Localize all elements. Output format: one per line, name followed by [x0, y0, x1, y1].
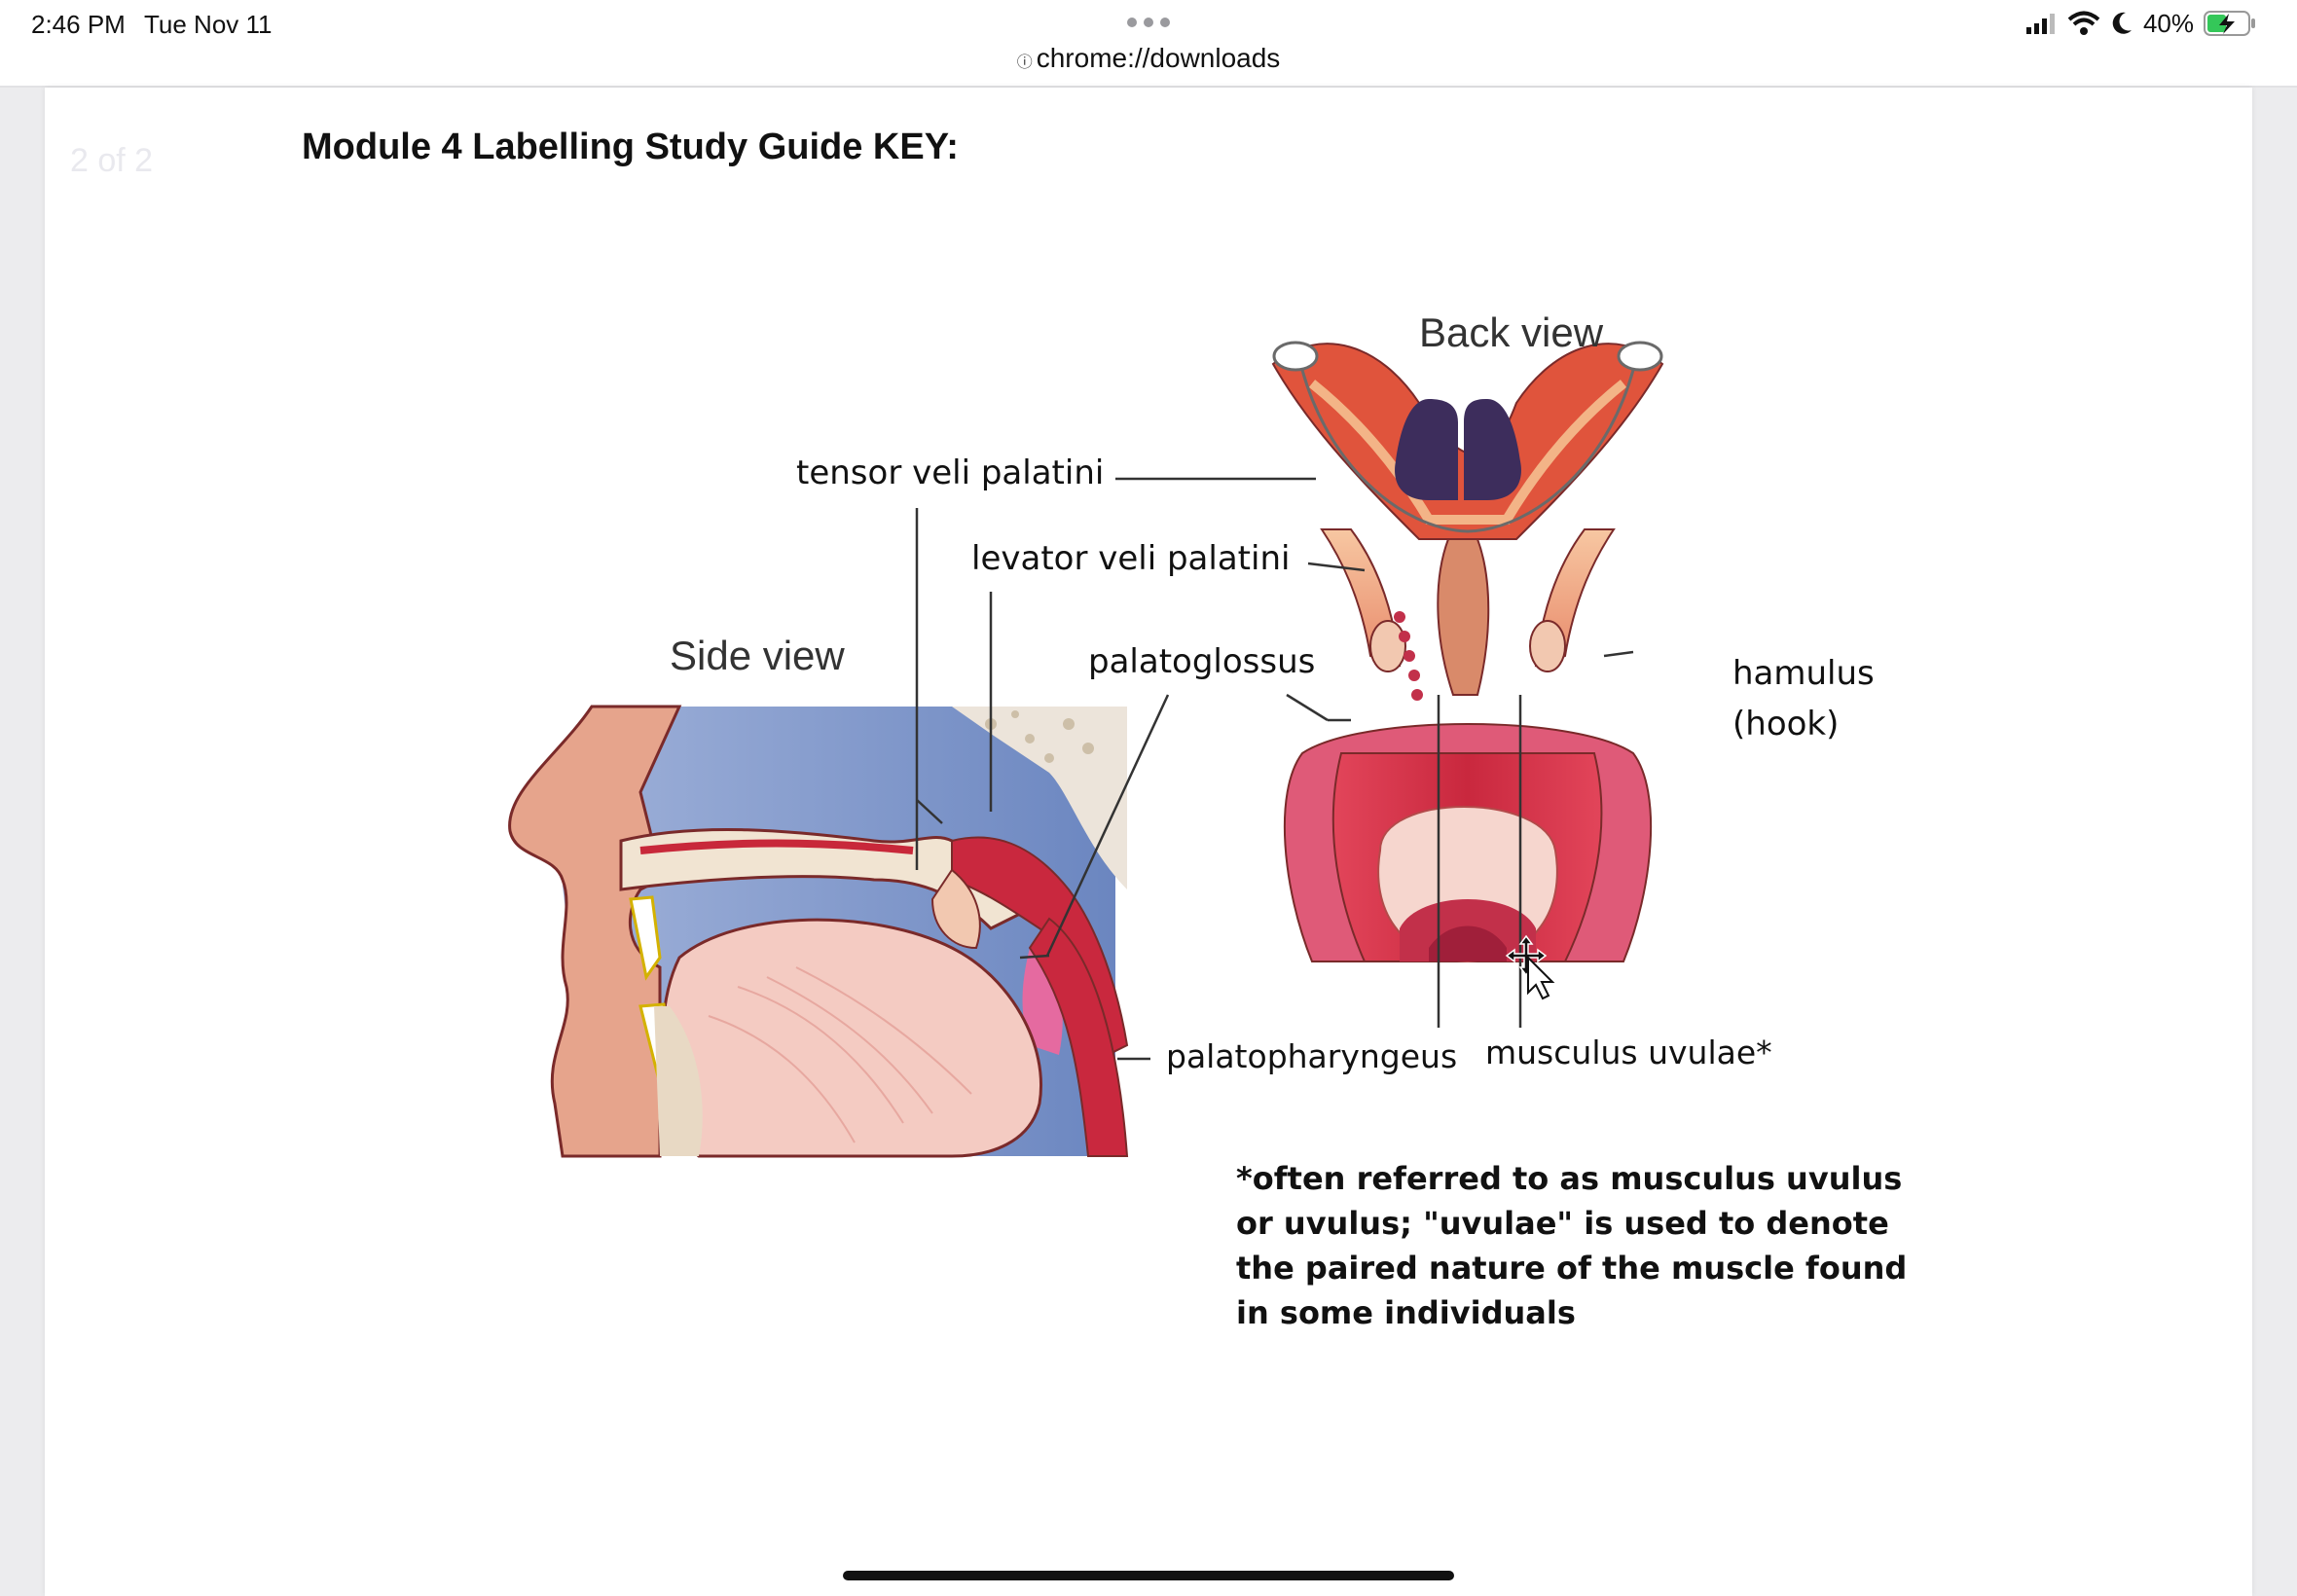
- status-date: Tue Nov 11: [144, 10, 273, 39]
- leader-lines: [915, 477, 1634, 1061]
- signal-icon: [2025, 14, 2055, 34]
- info-icon: ⓘ: [1016, 54, 1033, 71]
- move-cursor-icon: [1505, 934, 1555, 1000]
- side-view-caption: Side view: [670, 633, 845, 678]
- moon-icon: [2112, 12, 2132, 34]
- status-time: 2:46 PM: [31, 10, 126, 39]
- document-page[interactable]: 2 of 2 Module 4 Labelling Study Guide KE…: [45, 88, 2252, 1596]
- status-icons: 40%: [2024, 8, 2258, 39]
- label-musculus-uvulae: musculus uvulae*: [1485, 1034, 1772, 1071]
- label-palatopharyngeus: palatopharyngeus: [1166, 1037, 1458, 1075]
- label-palatoglossus: palatoglossus: [1088, 642, 1316, 681]
- back-view-caption: Back view: [1419, 309, 1604, 355]
- side-view-drawing: [508, 705, 1129, 1158]
- label-hamulus: hamulus: [1732, 654, 1875, 693]
- home-indicator[interactable]: [843, 1571, 1454, 1580]
- address-text: chrome://downloads: [1036, 43, 1281, 73]
- document-title: Module 4 Labelling Study Guide KEY:: [302, 127, 959, 167]
- label-hook: (hook): [1732, 705, 1840, 744]
- back-view-drawing: [1271, 341, 1664, 963]
- page-indicator: 2 of 2: [70, 142, 154, 179]
- anatomy-figure: Back view Side view tensor veli palatini…: [446, 208, 1875, 1250]
- wifi-icon: [2067, 11, 2100, 35]
- label-levator-veli-palatini: levator veli palatini: [971, 539, 1291, 578]
- label-tensor-veli-palatini: tensor veli palatini: [796, 453, 1105, 492]
- battery-charging-icon: [2204, 11, 2255, 36]
- soft-palate-illustration: [508, 341, 1664, 1158]
- battery-percent: 40%: [2142, 8, 2194, 38]
- more-dots-icon[interactable]: [1124, 16, 1173, 29]
- footnote-text: *often referred to as musculus uvulus or…: [1236, 1160, 1908, 1331]
